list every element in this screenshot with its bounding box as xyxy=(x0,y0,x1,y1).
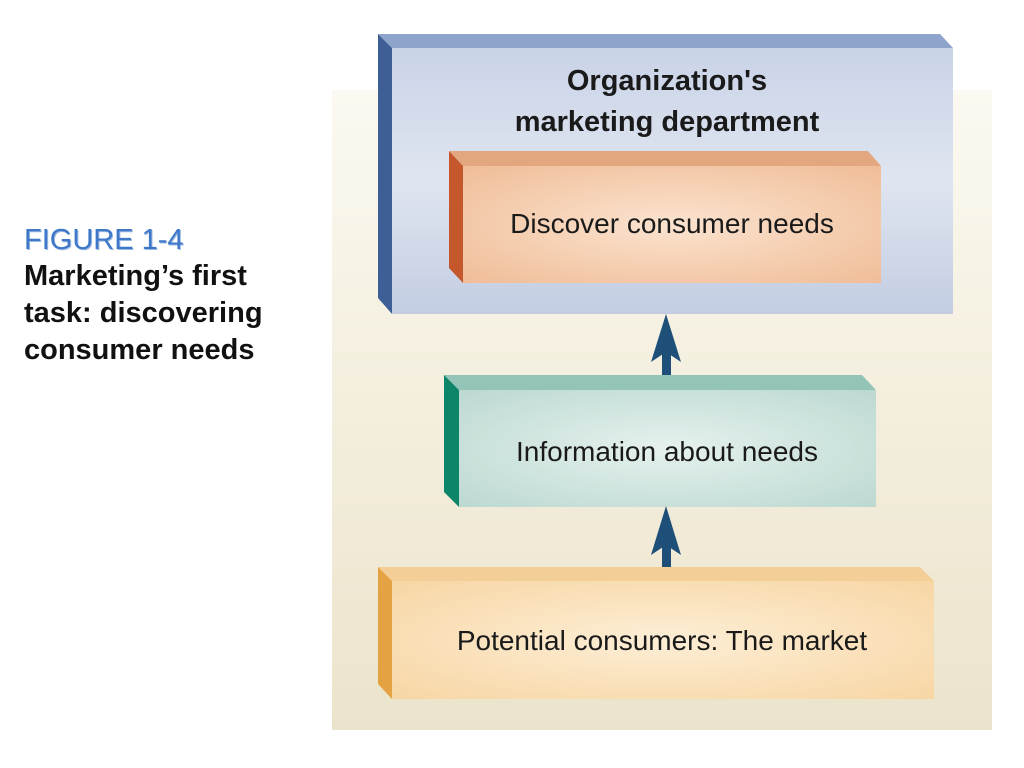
figure-title: Marketing’s first task: discovering cons… xyxy=(24,260,263,366)
discover-box-face xyxy=(463,166,881,283)
information-box-label: Information about needs xyxy=(516,436,818,467)
information-box: Information about needs xyxy=(444,375,876,507)
market-box-face xyxy=(392,581,934,699)
organization-box-top xyxy=(378,34,953,48)
information-box-face xyxy=(459,390,876,507)
discover-box-top xyxy=(449,151,881,166)
arrow-up-icon xyxy=(651,506,681,576)
discover-box-side xyxy=(449,151,463,283)
discover-box: Discover consumer needs xyxy=(449,151,881,283)
market-box-top xyxy=(378,567,934,581)
information-box-side xyxy=(444,375,459,507)
figure-caption: FIGURE 1-4 Marketing’s first task: disco… xyxy=(24,222,334,369)
organization-title-line1: Organization's xyxy=(567,65,767,97)
arrow-up-icon xyxy=(651,314,681,382)
figure-number: FIGURE 1-4 xyxy=(24,224,184,256)
market-box-side xyxy=(378,567,392,699)
information-box-top xyxy=(444,375,876,390)
organization-title-line2: marketing department xyxy=(515,106,820,138)
market-box: Potential consumers: The market xyxy=(378,567,934,699)
discover-box-label: Discover consumer needs xyxy=(510,208,834,239)
market-box-label: Potential consumers: The market xyxy=(457,625,868,656)
organization-box-side xyxy=(378,34,392,314)
